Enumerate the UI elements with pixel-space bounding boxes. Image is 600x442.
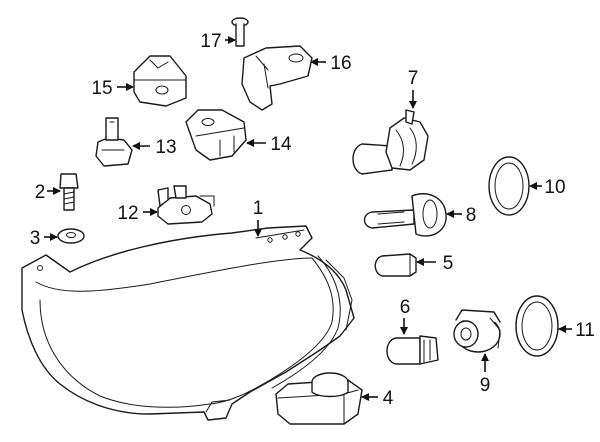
headlamp-housing (21, 225, 355, 421)
washer (57, 228, 85, 244)
callout-1: 1 (253, 198, 264, 219)
callout-7: 7 (408, 68, 419, 89)
seal-ring-upper (488, 156, 530, 216)
callout-3: 3 (30, 228, 41, 249)
callout-11: 11 (575, 320, 595, 341)
side-marker-bulb (374, 253, 417, 277)
callout-15: 15 (91, 78, 112, 99)
seal-ring-lower (515, 295, 559, 357)
mounting-bracket-14 (185, 109, 247, 161)
callout-17: 17 (200, 31, 221, 52)
callout-6: 6 (400, 297, 411, 318)
callout-14: 14 (270, 134, 292, 155)
callout-2: 2 (35, 182, 46, 203)
mounting-bracket-16 (241, 45, 313, 111)
callout-5: 5 (443, 253, 454, 274)
wiring-connector (95, 117, 133, 167)
callout-9: 9 (480, 375, 491, 396)
headlight-bulb (352, 109, 429, 175)
bolt (59, 173, 79, 211)
turn-signal-bulb (386, 335, 439, 365)
callout-8: 8 (466, 205, 477, 226)
bulb-socket-assembly (363, 193, 447, 237)
callout-labels: 1 2 3 4 5 6 7 8 9 10 11 12 13 14 15 16 1… (30, 31, 595, 409)
mounting-bracket-15 (133, 55, 187, 107)
ballast-module (275, 372, 363, 425)
leader-lines (44, 36, 572, 401)
callout-12: 12 (117, 203, 138, 224)
callout-13: 13 (155, 137, 176, 158)
mounting-bracket-12 (157, 185, 215, 225)
callout-16: 16 (330, 53, 351, 74)
retaining-pin (231, 17, 249, 47)
bulb-socket (453, 309, 501, 353)
callout-10: 10 (544, 177, 565, 198)
callout-4: 4 (383, 388, 394, 409)
